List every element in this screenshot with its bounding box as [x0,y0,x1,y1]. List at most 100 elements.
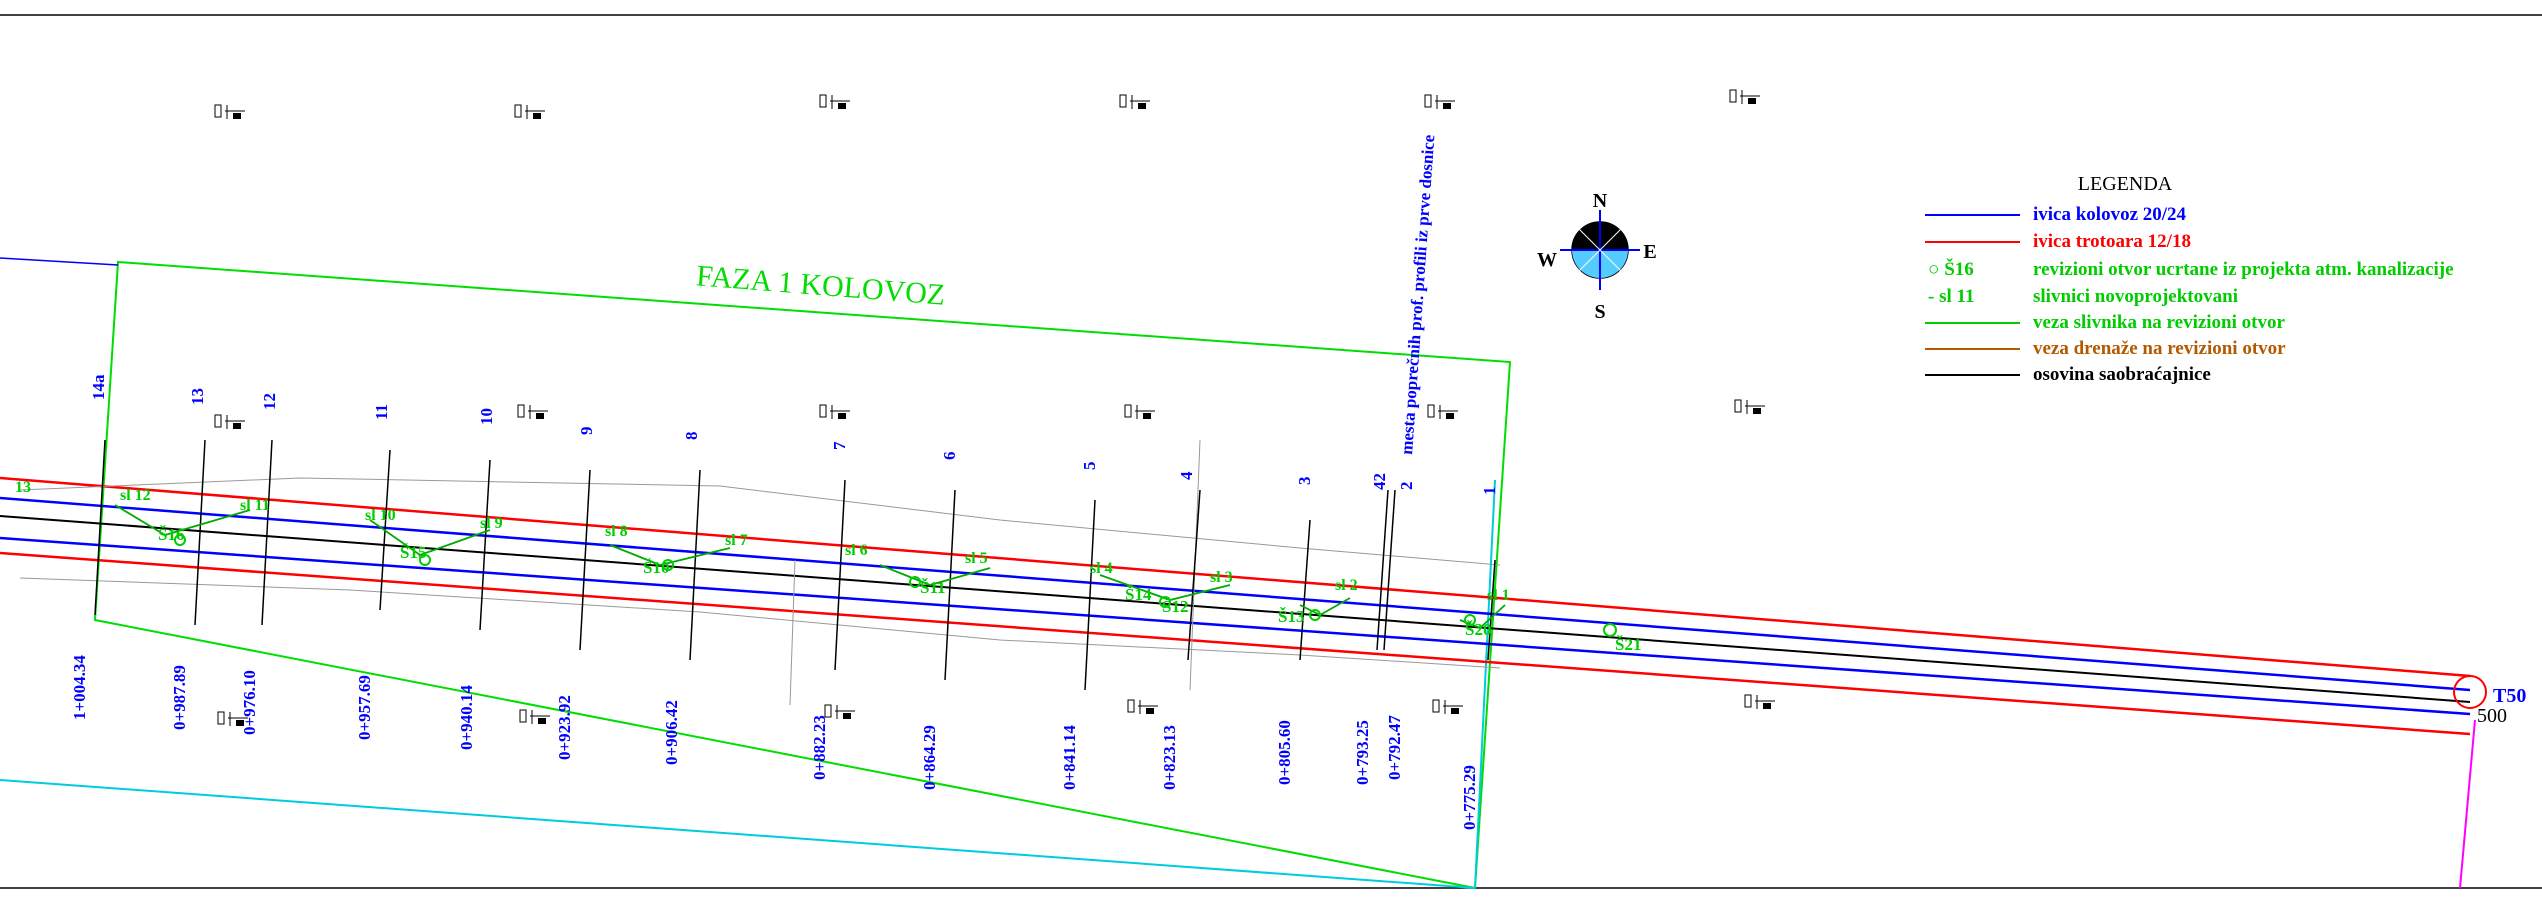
station-1: 0+775.29 [1460,765,1479,830]
profile-num-8: 8 [682,432,701,441]
manhole-label-21: Š21 [1615,635,1641,654]
legend-item-carriageway: ivica kolovoz 20/24 [2033,204,2187,225]
connection-d [879,564,991,586]
section-line-6 [944,489,956,681]
parcel-line-bottom [19,577,1501,669]
inlet-label-8: sl 8 [605,523,628,540]
cyan-boundary-bottom [0,779,1476,889]
compass-rose [1560,210,1640,290]
inlet-label-4: sl 4 [1090,560,1113,577]
station-11: 0+957.69 [355,675,374,740]
survey-point [1424,94,1455,109]
profile-num-10: 10 [477,408,496,425]
survey-point [1744,694,1775,709]
survey-points [214,89,1775,726]
manhole-label-13: Š13 [1278,607,1304,626]
section-line-7 [834,479,846,671]
manhole-label-14: Š14 [1125,585,1152,604]
legend-item-axis: osovina saobraćajnice [2033,364,2211,385]
side-note: mesta poprečnih prof. profili iz prve do… [1397,134,1438,456]
survey-point [819,404,850,419]
road-axis [0,515,2471,703]
survey-point [514,104,545,119]
profile-num-9: 9 [577,427,596,436]
manhole-label-15: Š15 [400,543,426,562]
station-12: 0+976.10 [240,670,259,735]
blue-edge-top-left [0,257,119,266]
manhole-circle [1159,596,1171,608]
carriageway-edge-bottom [0,536,2471,716]
legend-symbol-inlet: - sl 11 [1928,286,1974,307]
manhole-circle [1464,614,1476,626]
legend-item-drainage: veza drenaže na revizioni otvor [2033,338,2286,359]
inlet-label-12: sl 12 [120,487,151,504]
profile-num-6: 6 [940,452,959,461]
profile-num-42: 42 [1370,473,1389,490]
section-line-1 [1487,559,1496,661]
manhole-labels: Š16 Š15 Š10 Š11 Š12 Š13 Š14 Š20 Š21 [158,525,1641,654]
section-line-5 [1084,499,1096,691]
section-line-14a [94,439,106,616]
manhole-circle [662,559,674,571]
section-line-12 [261,439,273,626]
manhole-label-20: Š20 [1465,620,1491,639]
manhole-symbols [174,534,1617,637]
carriageway-edge-top [0,496,2471,692]
survey-point [1427,404,1458,419]
survey-point [1124,404,1155,419]
profile-num-12: 12 [260,393,279,410]
survey-point [1729,89,1760,104]
manhole-label-12: Š12 [1162,597,1188,616]
station-10: 0+940.14 [457,685,476,750]
section-line-10 [479,459,491,631]
survey-point [1127,699,1158,714]
station-7: 0+882.23 [810,715,829,780]
compass-w: W [1537,249,1557,271]
sidewalk-edge-top [0,476,2471,678]
station-14a: 1+004.34 [70,655,89,720]
profile-num-11: 11 [372,404,391,420]
station-8: 0+906.42 [662,700,681,765]
section-line-3 [1299,519,1311,661]
manhole-label-16: Š16 [158,525,184,544]
survey-point [1734,399,1765,414]
station-3: 0+805.60 [1275,720,1294,785]
inlet-labels: sl 12 sl 11 sl 10 sl 9 sl 8 sl 7 sl 6 sl… [120,487,1510,604]
station-labels: 0+775.29 0+792.47 0+793.25 0+805.60 0+82… [70,655,1479,830]
compass-e: E [1643,241,1656,263]
legend-title: LEGENDA [2078,173,2173,195]
survey-point [819,94,850,109]
inlet-label-6: sl 6 [845,542,868,559]
survey-point [214,104,245,119]
legend-item-inlet: slivnici novoprojektovani [2033,286,2238,307]
section-line-8 [689,469,701,661]
connection-a [114,504,251,536]
inlet-label-3: sl 3 [1210,569,1233,586]
profile-num-13: 13 [188,388,207,405]
legend-item-sidewalk: ivica trotoara 12/18 [2033,231,2191,252]
manhole-label-11: Š11 [920,578,946,597]
end-point-value: 500 [2477,705,2507,727]
compass-diag-2 [1577,227,1623,273]
section-line-9 [579,469,591,651]
manhole-circle [174,534,186,546]
profile-num-14a: 14a [89,374,108,400]
profile-numbers: 1 2 42 3 4 5 6 7 8 9 10 11 12 13 14a [89,374,1499,495]
survey-point [1432,699,1463,714]
section-line-42 [1376,489,1389,651]
profile-num-4: 4 [1177,471,1196,480]
end-circle [2453,675,2487,709]
manhole-label-10: Š10 [643,558,669,577]
phase-title: FAZA 1 KOLOVOZ [695,259,946,311]
survey-point [1119,94,1150,109]
parcel-line-top [19,477,1501,566]
inlet-label-1: sl 1 [1487,587,1510,604]
station-42: 0+793.25 [1353,720,1372,785]
compass-n: N [1593,190,1608,212]
station-5: 0+841.14 [1060,725,1079,790]
end-point-name: T50 [2493,685,2526,707]
profile-num-5: 5 [1080,462,1099,471]
connection-b [369,519,491,557]
connection-c [609,544,731,566]
